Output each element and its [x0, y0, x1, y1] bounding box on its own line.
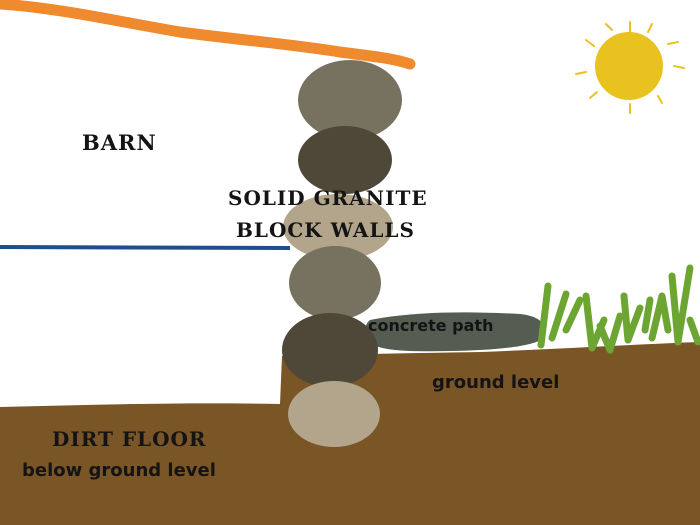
grass-tuft-5 — [620, 292, 644, 344]
granite-stone-stack — [282, 60, 402, 447]
dirt-floor-sublabel: below ground level — [22, 460, 216, 481]
wall-label-line-1: SOLID GRANITE — [228, 186, 428, 210]
ground-level-label: ground level — [432, 372, 560, 393]
roof-line — [0, 0, 416, 70]
grass-tuft-1 — [537, 282, 552, 349]
granite-stone-2 — [298, 126, 392, 194]
floor-beam-line — [0, 245, 291, 250]
grass-tuft-3 — [582, 292, 608, 352]
granite-stone-5 — [282, 313, 378, 387]
grass-tufts — [537, 264, 700, 354]
grass-tuft-2 — [548, 290, 584, 342]
barn-label: BARN — [82, 130, 157, 155]
dirt-floor-label: DIRT FLOOR — [52, 427, 207, 451]
granite-stone-1 — [298, 60, 402, 140]
grass-tuft-7 — [668, 264, 694, 346]
sun-rays — [575, 21, 685, 114]
wall-label-line-2: BLOCK WALLS — [236, 218, 415, 242]
sun-disc — [595, 32, 663, 100]
sun-icon — [575, 21, 685, 114]
granite-stone-3 — [283, 194, 393, 260]
grass-tuft-4 — [596, 312, 624, 354]
concrete-path-label: concrete path — [368, 316, 494, 335]
concrete-path — [365, 312, 546, 352]
granite-stone-4 — [289, 246, 381, 320]
grass-tuft-8 — [686, 316, 700, 346]
grass-tuft-6 — [641, 292, 672, 342]
granite-stone-6 — [288, 381, 380, 447]
